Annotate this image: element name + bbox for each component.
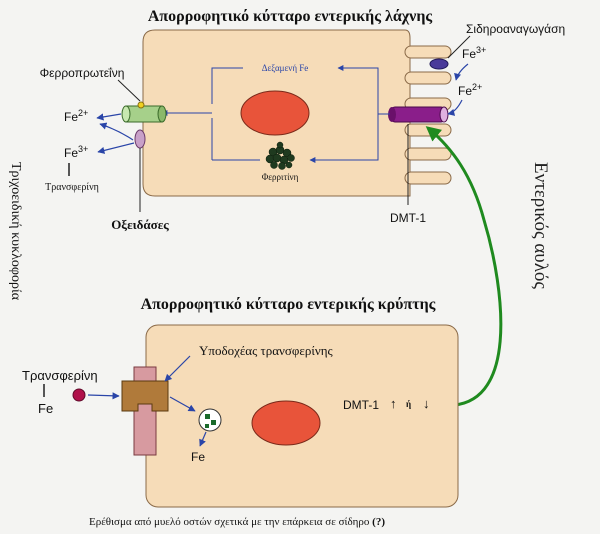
oxidase-enzyme — [134, 129, 146, 149]
ferroreductase-label: Σιδηροαναγωγάση — [466, 22, 565, 36]
ferroportin-channel — [121, 101, 167, 123]
intracellular-pathways — [161, 65, 390, 163]
bone-marrow-signal-caption: Ερέθισμα από μυελό οστών σχετικά με την … — [89, 516, 385, 528]
fe2-exit-arrow — [96, 113, 122, 121]
fe2-blood-label: Fe2+ — [64, 108, 88, 124]
receptor-pointer — [164, 355, 191, 382]
svg-text:↑: ↑ — [390, 396, 397, 411]
villus-cell-title: Απορροφητικό κύτταρο εντερικής λάχνης — [148, 8, 433, 25]
fe-pool-label: Δεξαμενή Fe — [262, 63, 309, 73]
dmt1-label: DMT-1 — [390, 211, 426, 225]
maturation-arrow — [425, 126, 503, 407]
transferrin-receptor-label: Υποδοχέας τρανσφερίνης — [199, 343, 334, 358]
ferroportin-pointer — [117, 79, 141, 102]
fe3-exit-arrow — [97, 142, 135, 154]
transferrin-fe-particle — [72, 388, 86, 402]
fe2-to-fe3-arrow — [99, 122, 134, 141]
intestinal-lumen-label: Εντερικός αυλός — [530, 162, 551, 289]
transferrin-receptor — [121, 366, 169, 456]
villus-nucleus — [240, 90, 310, 136]
endocytosis-arrow — [169, 396, 196, 412]
crypt-cell-title: Απορροφητικό κύτταρο εντερικής κρύπτης — [141, 296, 436, 313]
transferrin-binding-arrow — [87, 392, 120, 400]
capillary-circulation-label: Τριχοειδική κυκλοφορία — [8, 162, 23, 301]
ferroportin-label: Φερροπρωτεΐνη — [40, 66, 125, 80]
fe-bound-label: Fe — [38, 401, 53, 416]
ferroreductase-pointer — [447, 35, 471, 59]
fe3-blood-label: Fe3+ — [64, 144, 88, 160]
fe3-to-fe2-arrow — [454, 63, 469, 81]
transferrin-label-crypt: Τρανσφερίνη — [22, 368, 98, 383]
fe-inside-label: Fe — [191, 450, 205, 464]
svg-text:↓: ↓ — [423, 396, 430, 411]
endosome-vesicle — [198, 408, 222, 432]
ferritin-label: Φερριτίνη — [262, 172, 299, 182]
fe2-into-dmt1-arrow — [447, 99, 463, 116]
svg-text:DMT-1: DMT-1 — [343, 398, 379, 412]
crypt-nucleus — [251, 400, 321, 446]
svg-text:ή: ή — [406, 399, 411, 409]
fe-release-arrow — [199, 431, 207, 447]
oxidases-label: Οξειδάσες — [111, 217, 169, 232]
ferritin-cluster — [265, 141, 295, 170]
fe3-lumen-label: Fe3+ — [462, 45, 486, 61]
fe2-lumen-label: Fe2+ — [458, 82, 482, 98]
transferrin-label-top: Τρανσφερίνη — [45, 182, 99, 193]
ferroreductase-enzyme — [429, 58, 449, 70]
dmt1-regulation-label: DMT-1 ↑ ή ↓ — [343, 396, 430, 412]
dmt1-transporter — [388, 106, 449, 123]
